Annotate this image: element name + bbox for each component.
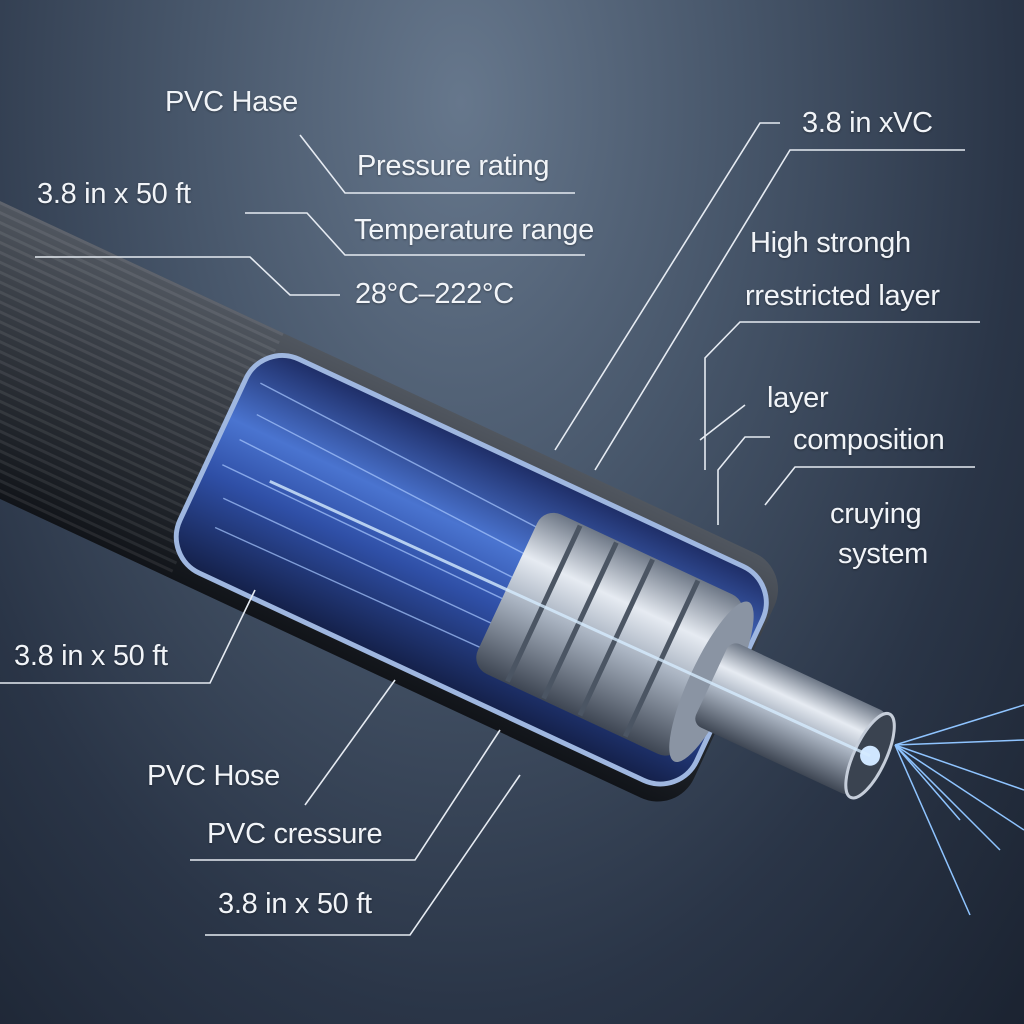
label-pvc-hose: PVC Hose (147, 760, 280, 792)
label-layer: layer (767, 382, 829, 414)
label-system-2: system (838, 538, 929, 570)
label-pressure-rating: Pressure rating (357, 150, 550, 182)
label-size-left: 3.8 in x 50 ft (14, 640, 168, 672)
label-temperature-range: Temperature range (354, 214, 594, 246)
leader-lines (0, 122, 980, 936)
fitting (476, 512, 754, 763)
label-high-strength-1: High strongh (750, 227, 911, 259)
label-temperature-value: 28°C–222°C (355, 278, 514, 310)
label-high-strength-2: rrestricted layer (745, 280, 940, 312)
spray-rays (894, 704, 1024, 916)
label-size-bottom: 3.8 in x 50 ft (218, 888, 372, 920)
label-composition: composition (793, 424, 945, 456)
label-system-1: cruying (830, 498, 922, 530)
label-size-top: 3.8 in x 50 ft (37, 178, 191, 210)
label-size-right: 3.8 in xVC (802, 107, 933, 139)
label-pvc-pressure: PVC cressure (207, 818, 383, 850)
label-pvc-hase: PVC Hase (165, 86, 298, 118)
